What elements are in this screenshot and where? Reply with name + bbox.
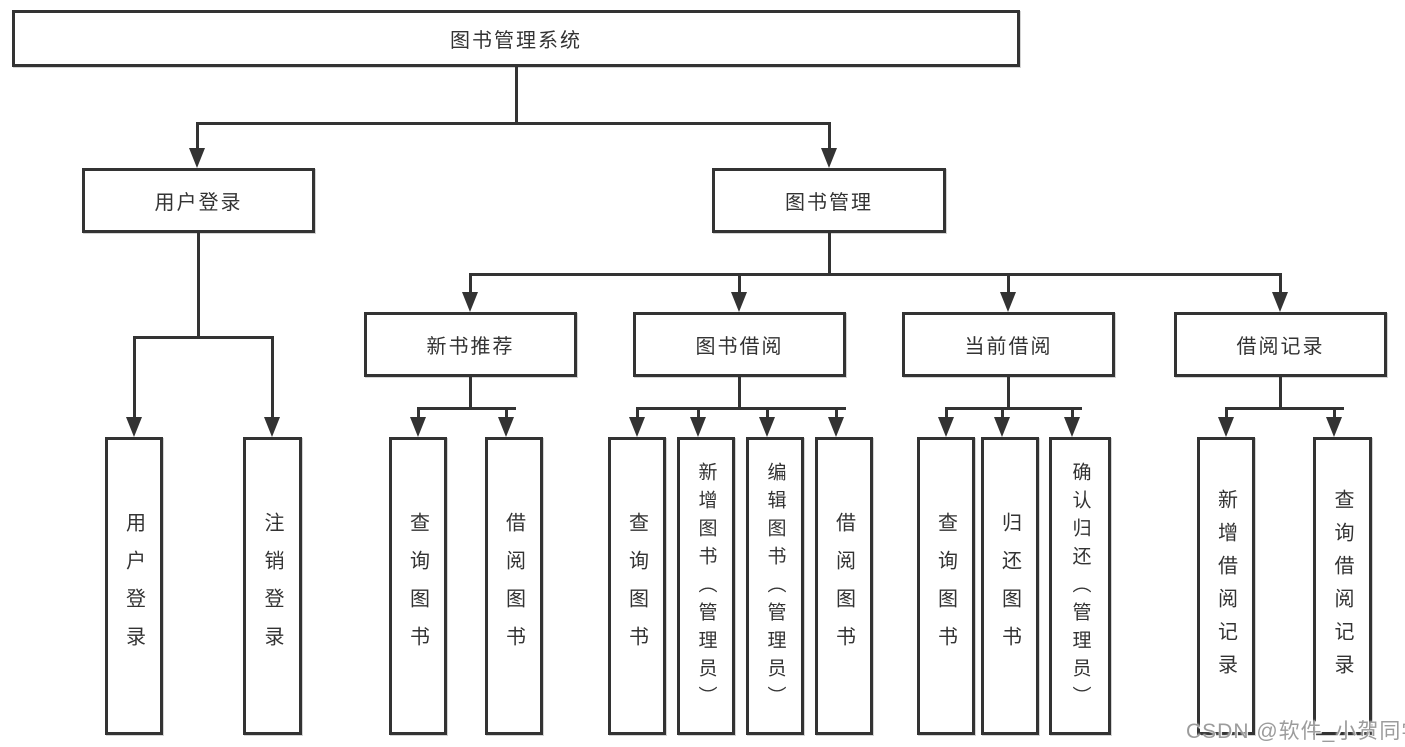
node-cb-query-book: 查询图书: [917, 437, 975, 735]
connector-root-stem: [515, 67, 518, 122]
connector-level2-rail: [196, 122, 830, 125]
connector-leaf-shaft: [766, 407, 769, 419]
connector-current-shaft: [1007, 273, 1010, 294]
arrow-to-bb-add-icon: [690, 417, 706, 437]
node-rec-query-book: 查询图书: [389, 437, 447, 735]
arrow-to-rec-borrow-icon: [498, 417, 514, 437]
node-new-book-recommend: 新书推荐: [364, 312, 577, 377]
node-user-login: 用户登录: [82, 168, 315, 233]
connector-rec-stem: [469, 377, 472, 407]
connector-leaf-shaft: [1001, 407, 1004, 419]
node-borrowing-records: 借阅记录: [1174, 312, 1387, 377]
connector-current-leaf-rail: [945, 407, 1082, 410]
connector-user-login-shaft: [196, 122, 199, 150]
node-logout-leaf: 注销登录: [243, 437, 302, 735]
arrow-to-book-borrow-icon: [731, 292, 747, 312]
node-bb-query-book: 查询图书: [608, 437, 666, 735]
node-library-management-system: 图书管理系统: [12, 10, 1020, 67]
arrow-to-cb-query-icon: [938, 417, 954, 437]
connector-login-leaf2-shaft: [271, 336, 274, 419]
connector-leaf-shaft: [697, 407, 700, 419]
node-rec-borrow-book: 借阅图书: [485, 437, 543, 735]
connector-leaf-shaft: [1333, 407, 1336, 419]
node-book-borrowing: 图书借阅: [633, 312, 846, 377]
node-cb-confirm-return-admin: 确认归还（管理员）: [1049, 437, 1111, 735]
arrow-to-br-add-icon: [1218, 417, 1234, 437]
connector-leaf-shaft: [835, 407, 838, 419]
connector-current-stem: [1007, 377, 1010, 407]
connector-records-shaft: [1279, 273, 1282, 294]
arrow-to-bb-edit-icon: [759, 417, 775, 437]
arrow-to-br-query-icon: [1326, 417, 1342, 437]
connector-borrow-leaf-rail: [636, 407, 846, 410]
arrow-to-bb-borrow-icon: [828, 417, 844, 437]
arrow-to-rec-query-icon: [410, 417, 426, 437]
connector-level3-rail: [469, 273, 1282, 276]
connector-leaf-shaft: [1225, 407, 1228, 419]
node-br-add-record: 新增借阅记录: [1197, 437, 1255, 735]
node-bb-borrow-book: 借阅图书: [815, 437, 873, 735]
node-bb-add-book-admin: 新增图书（管理员）: [677, 437, 735, 735]
arrow-to-cb-return-icon: [994, 417, 1010, 437]
connector-leaf-shaft: [505, 407, 508, 419]
arrow-to-logout-leaf-icon: [264, 417, 280, 437]
connector-leaf-shaft: [636, 407, 639, 419]
node-current-borrowing: 当前借阅: [902, 312, 1115, 377]
arrow-to-book-mgmt-icon: [821, 148, 837, 168]
arrow-to-bb-query-icon: [629, 417, 645, 437]
arrow-to-borrow-records-icon: [1272, 292, 1288, 312]
connector-records-stem: [1279, 377, 1282, 407]
connector-leaf-shaft: [945, 407, 948, 419]
connector-rec-leaf-rail: [417, 407, 516, 410]
connector-records-leaf-rail: [1225, 407, 1344, 410]
connector-login-leaf1-shaft: [133, 336, 136, 419]
arrow-to-user-login-icon: [189, 148, 205, 168]
arrow-to-new-book-rec-icon: [462, 292, 478, 312]
connector-user-login-stem: [197, 233, 200, 336]
connector-book-mgmt-shaft: [828, 122, 831, 150]
connector-borrow-stem: [738, 377, 741, 407]
connector-leaf-shaft: [417, 407, 420, 419]
node-book-management: 图书管理: [712, 168, 946, 233]
arrow-to-user-login-leaf-icon: [126, 417, 142, 437]
connector-leaf-shaft: [1071, 407, 1074, 419]
connector-login-rail: [133, 336, 274, 339]
node-br-query-record: 查询借阅记录: [1313, 437, 1372, 735]
connector-book-mgmt-stem: [828, 233, 831, 273]
arrow-to-current-borrow-icon: [1000, 292, 1016, 312]
connector-borrow-shaft: [738, 273, 741, 294]
arrow-to-cb-confirm-icon: [1064, 417, 1080, 437]
node-bb-edit-book-admin: 编辑图书（管理员）: [746, 437, 804, 735]
node-cb-return-book: 归还图书: [981, 437, 1039, 735]
connector-rec-shaft: [469, 273, 472, 294]
node-user-login-leaf: 用户登录: [105, 437, 163, 735]
csdn-watermark: CSDN @软件_小贺同学: [1186, 720, 1405, 743]
